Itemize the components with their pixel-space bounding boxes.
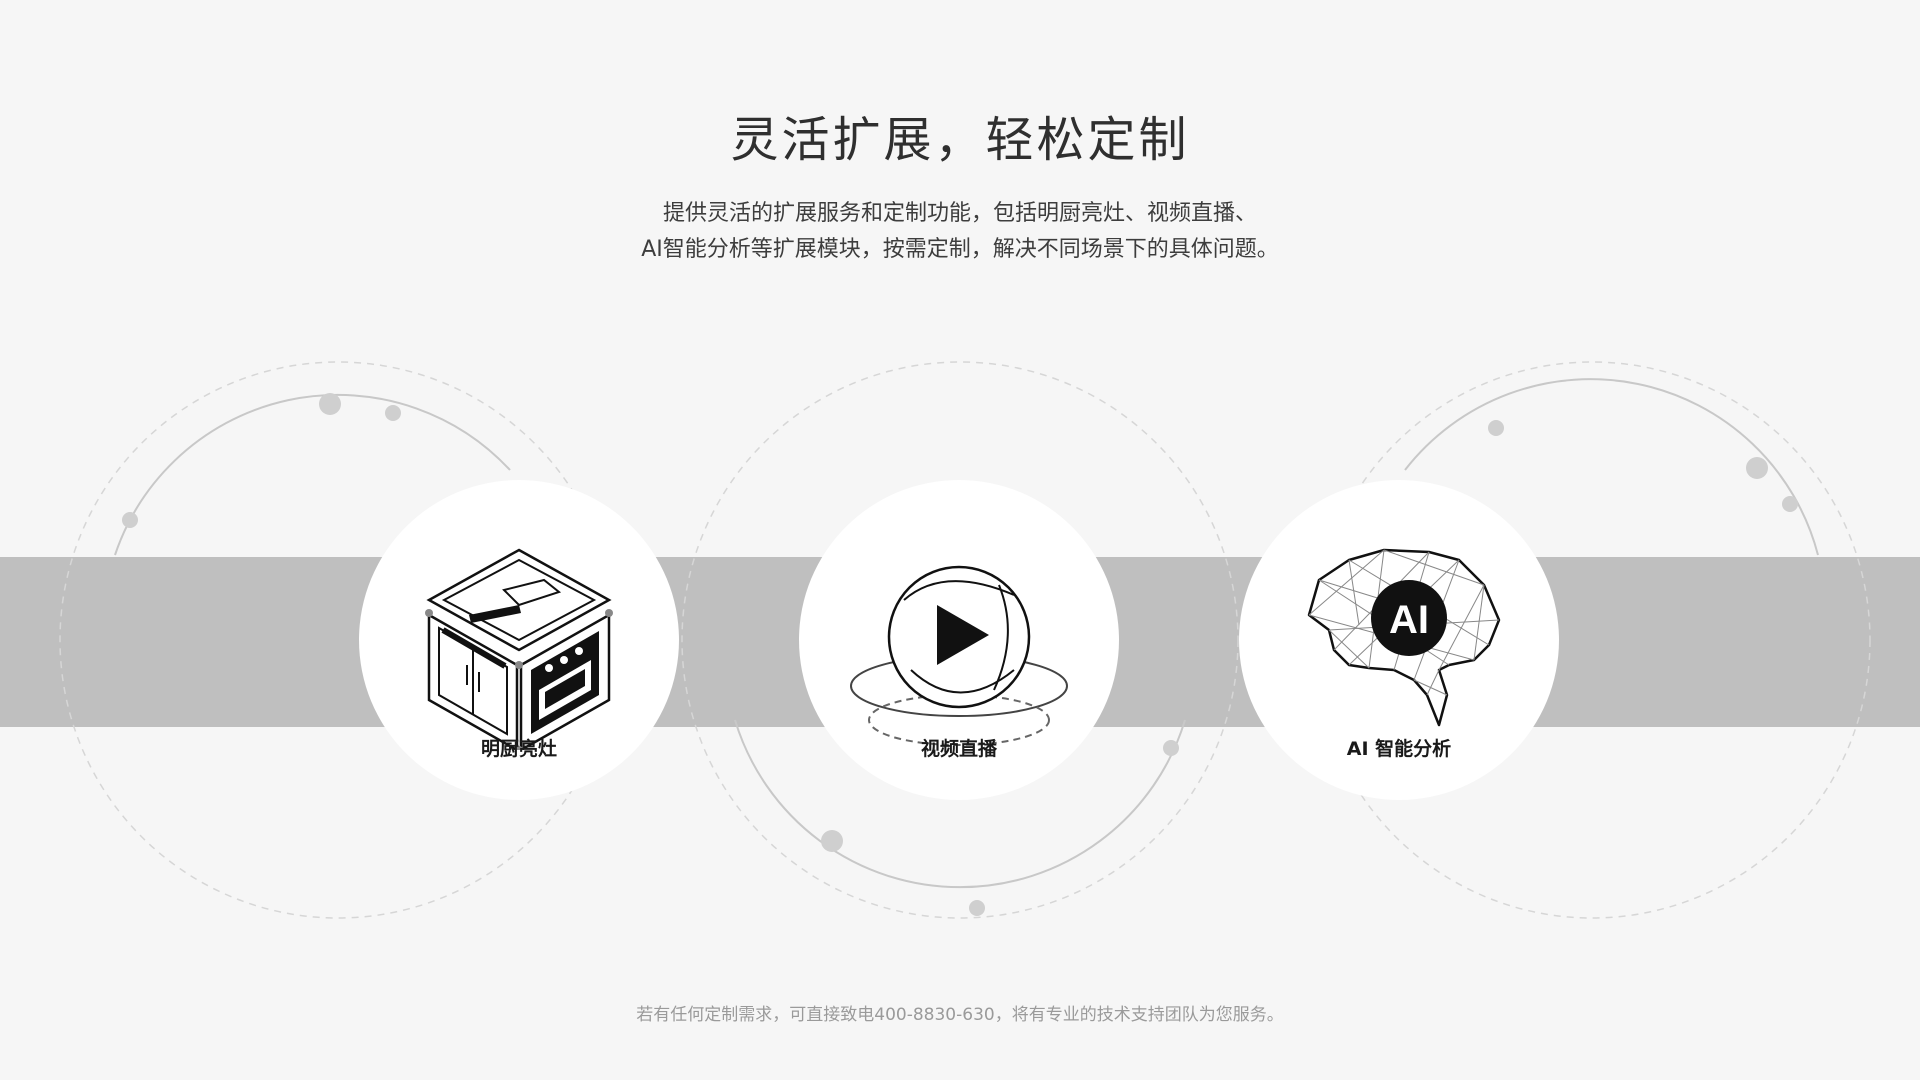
video-play-icon — [850, 565, 1068, 746]
orbit-dot — [821, 830, 843, 852]
page-title: 灵活扩展，轻松定制 — [730, 112, 1190, 168]
svg-text:AI: AI — [1389, 598, 1429, 642]
contact-footer: 若有任何定制需求，可直接致电400-8830-630，将有专业的技术支持团队为您… — [636, 1005, 1284, 1025]
orbit-dot — [1163, 740, 1179, 756]
feature-card-kitchen[interactable]: 明厨亮灶 — [359, 480, 679, 800]
orbit-arc-center — [734, 719, 1186, 889]
page-description: 提供灵活的扩展服务和定制功能，包括明厨亮灶、视频直播、 AI智能分析等扩展模块，… — [0, 196, 1920, 268]
orbit-arc-left — [114, 393, 511, 556]
orbit-arc-right — [1404, 378, 1819, 556]
orbit-dot — [1746, 457, 1768, 479]
ai-brain-icon: AI — [1307, 548, 1501, 727]
feature-card-video[interactable]: 视频直播 — [799, 480, 1119, 800]
feature-label-video: 视频直播 — [920, 738, 997, 760]
description-line-2: AI智能分析等扩展模块，按需定制，解决不同场景下的具体问题。 — [641, 237, 1279, 262]
kitchen-cube-icon — [425, 548, 613, 750]
orbit-dot — [385, 405, 401, 421]
orbit-dashed-center — [681, 361, 1239, 919]
orbit-dot — [1488, 420, 1504, 436]
orbit-dot — [319, 393, 341, 415]
feature-label-ai: AI 智能分析 — [1346, 738, 1452, 760]
orbit-dot — [969, 900, 985, 916]
description-line-1: 提供灵活的扩展服务和定制功能，包括明厨亮灶、视频直播、 — [662, 201, 1257, 226]
feature-label-kitchen: 明厨亮灶 — [480, 738, 557, 760]
feature-card-ai[interactable]: AI AI 智能分析 — [1239, 480, 1559, 800]
orbit-dot — [1782, 496, 1798, 512]
orbit-dot — [122, 512, 138, 528]
